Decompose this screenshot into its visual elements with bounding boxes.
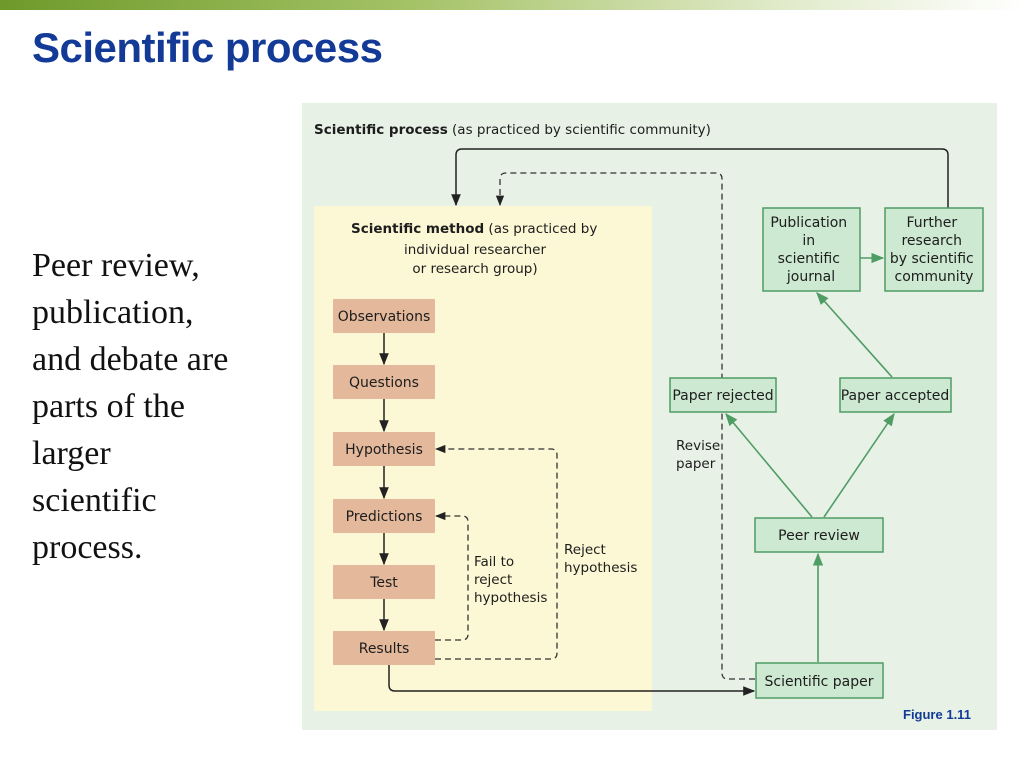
top-accent-bar: [0, 0, 1024, 10]
accepted-to-publication-arrow: [816, 292, 893, 378]
body-line: publication,: [32, 294, 194, 331]
svg-text:Test: Test: [369, 575, 398, 591]
svg-text:Scientific paper: Scientific paper: [764, 674, 873, 690]
body-line: larger: [32, 435, 111, 472]
step-predictions: Predictions: [333, 499, 435, 533]
method-title-line3: or research group): [412, 261, 537, 277]
paper-accepted-box: Paper accepted: [839, 377, 952, 413]
method-title: Scientific method (as practiced by: [351, 221, 597, 237]
fail-to-reject-loop: [434, 511, 469, 641]
svg-text:Paper rejected: Paper rejected: [672, 388, 773, 404]
revise-paper-label: Revise paper: [676, 438, 724, 472]
review-to-rejected-arrow: [725, 413, 813, 518]
review-to-accepted-arrow: [823, 412, 895, 518]
publication-box: Publication in scientific journal: [762, 207, 861, 292]
method-title-line2: individual researcher: [404, 242, 547, 258]
body-line: parts of the: [32, 388, 185, 425]
svg-text:Results: Results: [359, 641, 410, 657]
revise-paper-loop: [495, 172, 755, 680]
fail-to-reject-label: Fail to reject hypothesis: [474, 554, 547, 606]
peer-review-box: Peer review: [754, 517, 884, 553]
svg-text:Observations: Observations: [338, 309, 431, 325]
community-feedback-arrow: [451, 148, 949, 208]
step-hypothesis: Hypothesis: [333, 432, 435, 466]
svg-text:Peer review: Peer review: [778, 528, 860, 544]
paper-rejected-box: Paper rejected: [669, 377, 777, 413]
reject-hypothesis-loop: [434, 444, 558, 660]
scientific-paper-box: Scientific paper: [755, 662, 884, 699]
body-line: Peer review,: [32, 247, 200, 284]
svg-text:Further research b: Further research by scientific community: [890, 215, 978, 285]
body-line: and debate are: [32, 341, 229, 378]
step-observations: Observations: [333, 299, 435, 333]
figure-caption: Figure 1.11: [903, 707, 971, 722]
diagram-title: Scientific process (as practiced by scie…: [314, 122, 711, 138]
step-questions: Questions: [333, 365, 435, 399]
step-results: Results: [333, 631, 435, 665]
body-line: scientific: [32, 482, 157, 519]
svg-text:Hypothesis: Hypothesis: [345, 442, 423, 458]
scientific-process-figure: Scientific process (as practiced by scie…: [302, 103, 997, 730]
step-test: Test: [333, 565, 435, 599]
slide-title: Scientific process: [32, 24, 383, 71]
reject-hypothesis-label: Reject hypothesis: [564, 542, 637, 576]
further-research-box: Further research by scientific community: [884, 207, 984, 292]
results-to-paper-arrow: [388, 665, 756, 696]
process-diagram: Scientific process (as practiced by scie…: [302, 103, 997, 730]
body-line: process.: [32, 529, 143, 566]
svg-text:Publication in sci: Publication in scientific journal: [770, 215, 851, 285]
svg-text:Predictions: Predictions: [346, 509, 423, 525]
svg-text:Questions: Questions: [349, 375, 419, 391]
svg-text:Paper accepted: Paper accepted: [841, 388, 950, 404]
body-text: Peer review, publication, and debate are…: [32, 242, 282, 571]
